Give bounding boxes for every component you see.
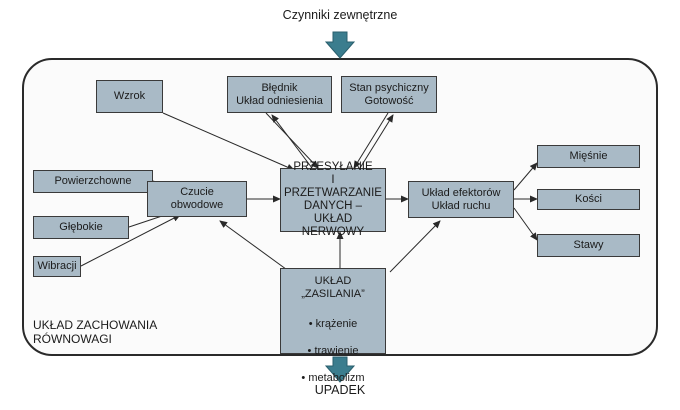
- node-powierzchowne: Powierzchowne: [33, 170, 153, 193]
- link-efek-stawy: [513, 207, 538, 241]
- external-factors-label: Czynniki zewnętrzne: [282, 8, 398, 22]
- link-core-bled: [271, 114, 313, 169]
- external-inflow-arrow: [324, 31, 356, 59]
- node-bled: Błędnik Układ odniesienia: [227, 76, 332, 113]
- fall-label: UPADEK: [314, 383, 366, 397]
- node-stawy: Stawy: [537, 234, 640, 257]
- link-core-stan: [359, 114, 394, 169]
- link-efek-miesnie: [513, 162, 538, 191]
- node-supply-system: UKŁAD „ZASILANIA” krążenie trawienie met…: [280, 268, 386, 384]
- node-miesnie: Mięśnie: [537, 145, 640, 168]
- link-bled-core: [265, 112, 319, 169]
- supply-item: trawienie: [301, 344, 364, 358]
- supply-title: UKŁAD „ZASILANIA”: [301, 275, 365, 300]
- node-effectors: Układ efektorów Układ ruchu: [408, 181, 514, 218]
- link-wzrok-core: [162, 112, 295, 171]
- node-wibracji: Wibracji: [33, 256, 81, 277]
- node-nervous-system: PRZESYŁANIE I PRZETWARZANIE DANYCH – UKŁ…: [280, 161, 386, 238]
- link-stan-core: [353, 112, 389, 169]
- link-zasil-efek: [389, 220, 441, 273]
- node-stan: Stan psychiczny Gotowość: [341, 76, 437, 113]
- link-wib-czucie: [80, 214, 181, 267]
- system-name-label: UKŁAD ZACHOWANIA RÓWNOWAGI: [33, 318, 158, 346]
- supply-item: krążenie: [301, 317, 364, 331]
- node-glebokie: Głębokie: [33, 216, 129, 239]
- node-czucie-obwodowe: Czucie obwodowe: [147, 181, 247, 217]
- supply-item: metabolizm: [301, 371, 364, 385]
- link-zasil-czucie: [219, 220, 291, 273]
- supply-list: krążenie trawienie metabolizm: [301, 304, 364, 398]
- node-kosci: Kości: [537, 189, 640, 210]
- node-wzrok: Wzrok: [96, 80, 163, 113]
